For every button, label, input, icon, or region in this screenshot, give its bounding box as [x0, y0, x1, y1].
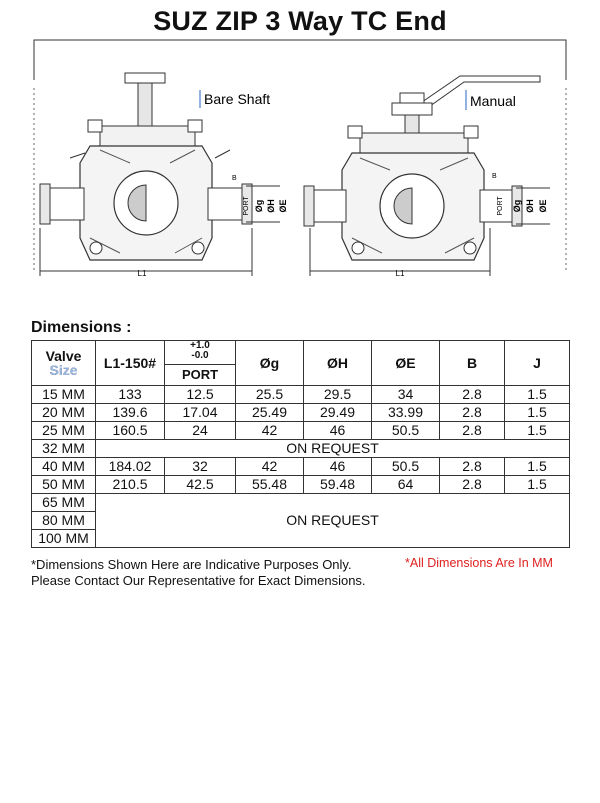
valve-technical-drawing: L1 B PORT Øg ØH ØE Bare Shaft L1: [33, 39, 567, 278]
table-row: 100 MM: [31, 529, 570, 548]
header-e: ØE: [371, 340, 440, 386]
table-row: 32 MM ON REQUEST: [31, 439, 570, 458]
disclaimer-note: *Dimensions Shown Here are Indicative Pu…: [31, 557, 366, 589]
header-h: ØH: [303, 340, 372, 386]
table-row: 20 MM 139.6 17.04 25.49 29.49 33.99 2.8 …: [31, 403, 570, 422]
dim-b-left: B: [232, 175, 237, 182]
dim-l1-left: L1: [138, 269, 147, 278]
on-request-cell: ON REQUEST: [95, 439, 570, 458]
table-row: 50 MM 210.5 42.5 55.48 59.48 64 2.8 1.5: [31, 475, 570, 494]
bare-shaft-valve-drawing: L1 B PORT Øg ØH ØE Bare Shaft: [39, 72, 288, 278]
manual-valve-drawing: L1 B PORT Øg ØH ØE Manual: [303, 75, 550, 278]
on-request-cell: ON REQUEST: [95, 493, 570, 548]
table-row: 65 MM ON REQUEST: [31, 493, 570, 548]
table-row: 15 MM 133 12.5 25.5 29.5 34 2.8 1.5: [31, 385, 570, 404]
table-row: 80 MM: [31, 511, 570, 530]
dim-g-right: Øg: [512, 200, 522, 213]
header-b: B: [439, 340, 505, 386]
disclaimer-line-1: *Dimensions Shown Here are Indicative Pu…: [31, 557, 352, 572]
header-g: Øg: [235, 340, 304, 386]
table-row: 40 MM 184.02 32 42 46 50.5 2.8 1.5: [31, 457, 570, 476]
dim-port-right: PORT: [497, 196, 504, 216]
bare-shaft-label: Bare Shaft: [204, 91, 270, 107]
dim-e-right: ØE: [538, 199, 548, 212]
dim-b-right: B: [492, 173, 497, 180]
header-port: +1.0 -0.0 PORT: [164, 340, 236, 386]
units-note: *All Dimensions Are In MM: [405, 556, 553, 570]
dim-g-left: Øg: [254, 200, 264, 213]
disclaimer-line-2: Please Contact Our Representative for Ex…: [31, 573, 366, 588]
dim-e-left: ØE: [278, 199, 288, 212]
header-j: J: [504, 340, 570, 386]
dim-h-right: ØH: [525, 199, 535, 213]
dim-port-left: PORT: [243, 196, 250, 216]
table-row: 25 MM 160.5 24 42 46 50.5 2.8 1.5: [31, 421, 570, 440]
dim-h-left: ØH: [266, 199, 276, 213]
header-l1: L1-150#: [95, 340, 165, 386]
dimensions-heading: Dimensions :: [31, 319, 132, 336]
manual-label: Manual: [470, 93, 516, 109]
dim-l1-right: L1: [396, 269, 405, 278]
page-title: SUZ ZIP 3 Way TC End: [153, 6, 447, 36]
